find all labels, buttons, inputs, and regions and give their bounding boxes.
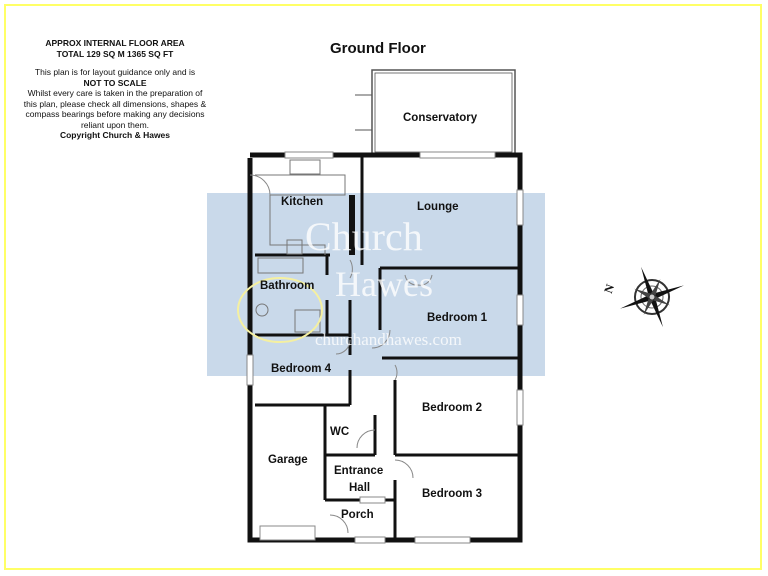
watermark-church: Church	[305, 214, 423, 259]
watermark-url: churchandhawes.com	[315, 330, 462, 349]
room-conservatory: Conservatory	[403, 112, 478, 124]
notes-copyright: Copyright Church & Hawes	[59, 130, 171, 140]
doors	[249, 174, 433, 534]
room-kitchen: Kitchen	[281, 196, 323, 208]
notes-heading-1: APPROX INTERNAL FLOOR AREA	[45, 38, 185, 48]
floor-title: Ground Floor	[330, 40, 426, 57]
watermark-logo	[237, 277, 323, 343]
watermark-band	[207, 193, 545, 376]
room-entrance-hall-2: Hall	[349, 482, 370, 494]
internal-walls	[255, 155, 520, 540]
notes-line-2: Whilst every care is taken in the prepar…	[23, 88, 207, 130]
notes-not-to-scale: NOT TO SCALE	[83, 77, 147, 88]
compass-north-label: N	[601, 282, 617, 295]
notes-line-1: This plan is for layout guidance only an…	[34, 67, 196, 77]
room-porch: Porch	[341, 509, 374, 521]
room-garage: Garage	[268, 454, 308, 466]
watermark-hawes: Hawes	[335, 264, 433, 304]
room-bedroom2: Bedroom 2	[422, 402, 482, 414]
room-bedroom1: Bedroom 1	[427, 312, 488, 324]
notes-heading-2: TOTAL 129 SQ M 1365 SQ FT	[56, 48, 174, 59]
room-wc: WC	[330, 426, 349, 438]
compass-rose-icon	[620, 266, 684, 328]
room-entrance-hall: Entrance	[334, 465, 383, 477]
room-bathroom: Bathroom	[260, 280, 314, 292]
floor-area-notes: APPROX INTERNAL FLOOR AREA TOTAL 129 SQ …	[20, 38, 210, 141]
room-bedroom3: Bedroom 3	[422, 488, 482, 500]
room-bedroom4: Bedroom 4	[271, 363, 332, 375]
page-border	[4, 4, 762, 570]
windows	[246, 151, 524, 544]
room-lounge: Lounge	[417, 201, 459, 213]
